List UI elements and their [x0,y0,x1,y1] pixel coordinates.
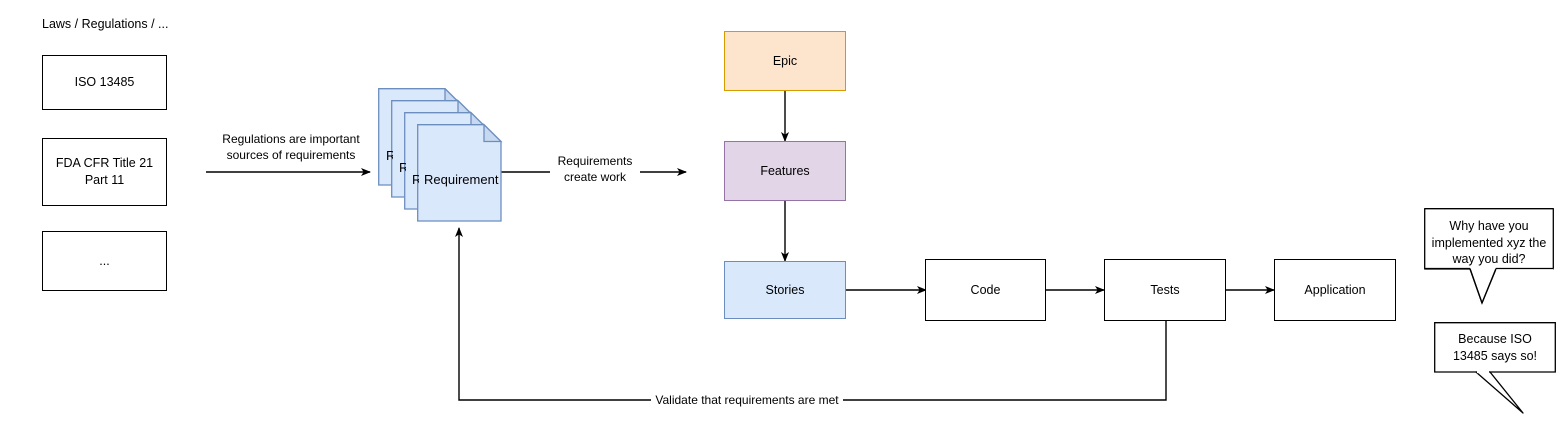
work-node-label: Epic [772,53,798,68]
edge-label-regulations-source: Regulations are important sources of req… [213,132,369,164]
regulation-box-label: FDA CFR Title 21 Part 11 [55,156,154,187]
work-node-label: Stories [765,282,805,297]
edge-label-requirements-create-work: Requirements create work [550,154,640,186]
regulation-box-label: ISO 13485 [74,75,135,90]
requirement-page-front [417,123,503,222]
work-node-tests[interactable]: Tests [1104,259,1226,321]
callout-question[interactable]: Why have you implemented xyz the way you… [1424,208,1554,308]
work-node-label: Code [970,282,1001,297]
work-node-label: Features [760,163,810,178]
requirement-page-front-label: Requirement [424,172,499,187]
regulation-box-label: ... [99,253,110,268]
callout-answer-text: Because ISO 13485 says so! [1452,332,1538,363]
callout-answer[interactable]: Because ISO 13485 says so! [1434,322,1556,414]
work-node-label: Tests [1150,282,1180,297]
work-node-stories[interactable]: Stories [724,261,846,319]
regulation-box-iso-13485[interactable]: ISO 13485 [42,55,167,110]
requirement-page-back-3-label: Requirement [412,172,419,187]
regulation-box-ellipsis[interactable]: ... [42,231,167,291]
edge-label-validate-loop: Validate that requirements are met [651,393,843,409]
requirement-page-back-1-label: Requirement [386,148,393,163]
work-node-features[interactable]: Features [724,141,846,201]
requirement-page-back-2-label: Requirement [399,160,406,175]
callout-question-text: Why have you implemented xyz the way you… [1431,219,1547,266]
requirement-document-stack[interactable]: Requirement Requirement Requirement Requ… [378,88,503,233]
work-node-epic[interactable]: Epic [724,31,846,91]
laws-regulations-heading: Laws / Regulations / ... [42,17,169,31]
regulation-box-fda-cfr-title-21-part-11[interactable]: FDA CFR Title 21 Part 11 [42,138,167,206]
work-node-label: Application [1304,282,1366,297]
work-node-application[interactable]: Application [1274,259,1396,321]
work-node-code[interactable]: Code [925,259,1046,321]
